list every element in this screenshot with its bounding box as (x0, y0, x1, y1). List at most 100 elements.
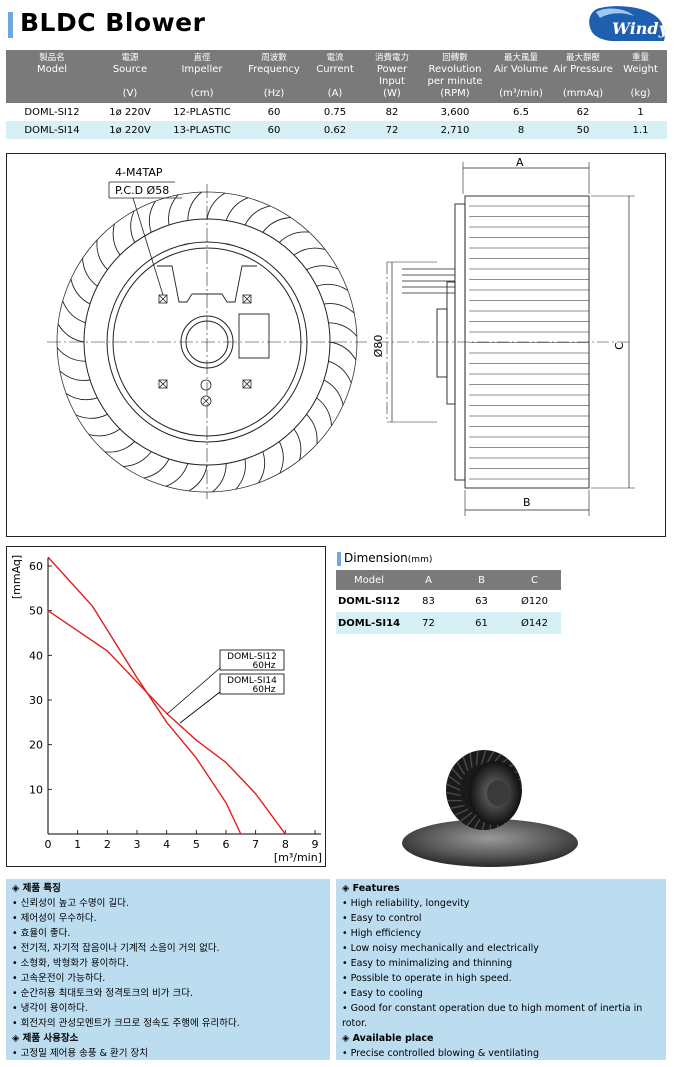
spec-col-en: Air Pressure (553, 64, 613, 75)
spec-col-ko: 最大靜壓 (565, 53, 600, 63)
impeller-blade (75, 413, 108, 419)
spec-cell: 62 (552, 103, 614, 121)
spec-col-unit: (kg) (630, 88, 651, 99)
impeller-blade (104, 441, 136, 453)
feature-item: • 전기적, 자기적 잡음이나 기계적 소음이 거의 없다. (12, 943, 220, 954)
y-tick-label: 20 (29, 739, 43, 752)
feature-item: • 제어성이 우수하다. (12, 913, 97, 924)
feature-item: • 고속운전이 가능하다. (12, 973, 106, 984)
spec-col-unit: (m³/min) (499, 88, 543, 99)
technical-drawing: 4-M4TAP P.C.D Ø58 (6, 153, 666, 537)
spec-cell: 8 (490, 121, 552, 139)
feature-item: • Low noisy mechanically and electricall… (342, 943, 539, 954)
y-tick-label: 40 (29, 649, 43, 662)
impeller-blade (306, 413, 318, 445)
series-line-1 (47, 556, 242, 835)
annotation-line1: DOML-SI12 (227, 652, 277, 662)
spec-cell: DOML-SI12 (6, 103, 98, 121)
feature-item: • Precise controlled blowing & ventilati… (342, 1048, 539, 1059)
place-ko-head: ◈ 제품 사용장소 (12, 1033, 79, 1044)
x-axis-label: [m³/min] (274, 851, 322, 864)
dimension-title-text: Dimension (344, 551, 408, 565)
spec-cell: 6.5 (490, 103, 552, 121)
spec-col-en: Model (36, 64, 68, 75)
feature-item: • 회전자의 관성모멘트가 크므로 정속도 주행에 유리하다. (12, 1018, 240, 1029)
blower-blade (456, 761, 466, 776)
spec-col-en: Revolution per minute (427, 64, 483, 87)
spec-col-unit: (A) (327, 88, 343, 99)
feature-item: • 소형화, 박형화가 용이하다. (12, 958, 129, 969)
blower-blade (451, 768, 463, 780)
impeller-blade (188, 464, 208, 492)
blower-blade (469, 752, 473, 768)
impeller-blade (323, 379, 344, 406)
impeller-blade (130, 210, 136, 243)
feature-item: • Easy to minimalizing and thinning (342, 958, 513, 969)
blower-product-image (402, 749, 578, 867)
impeller-blade (59, 370, 91, 381)
impeller-blade (82, 258, 98, 287)
windy-logo (589, 6, 665, 42)
annotation-box (219, 649, 285, 671)
impeller-blade (62, 300, 86, 324)
impeller-blade (88, 428, 121, 437)
impeller-blade (123, 451, 152, 467)
impeller-blade (143, 458, 170, 479)
impeller-blade (187, 191, 202, 221)
spec-col-unit: (Hz) (263, 88, 285, 99)
page-title: BLDC Blower (20, 8, 206, 37)
dimension-cell: 83 (402, 590, 455, 612)
front-view (47, 181, 367, 499)
spec-cell: DOML-SI14 (6, 121, 98, 139)
feature-item: • Possible to operate in high speed. (342, 973, 512, 984)
feature-item: • Good for constant operation due to hig… (342, 1003, 643, 1029)
spec-cell: 1.1 (614, 121, 667, 139)
spec-cell: 82 (364, 103, 420, 121)
spec-col-en: Current (316, 64, 354, 75)
impeller-blade (212, 463, 227, 493)
feature-item: • High efficiency (342, 928, 422, 939)
dimension-col-header: C (508, 570, 561, 590)
x-tick-label: 8 (282, 838, 289, 851)
impeller-blade (225, 197, 249, 221)
spec-cell: 0.75 (306, 103, 364, 121)
x-tick-label: 7 (252, 838, 259, 851)
impeller-blade (57, 323, 85, 343)
dimension-unit: (mm) (407, 555, 433, 565)
spec-col-unit: (mmAq) (562, 88, 604, 99)
spec-col-en: Frequency (248, 64, 300, 75)
dimension-cell: DOML-SI14 (336, 612, 402, 634)
blower-blade (446, 783, 461, 791)
spec-cell: 13-PLASTIC (162, 121, 242, 139)
side-view (377, 162, 635, 516)
pcd-label: P.C.D Ø58 (115, 184, 169, 197)
spec-col-ko: 最大風量 (503, 53, 538, 63)
impeller-blade (293, 428, 302, 461)
impeller-blade (206, 192, 226, 220)
blower-blade (485, 750, 495, 765)
impeller-blade (329, 341, 357, 361)
impeller-blade (244, 205, 271, 226)
y-tick-label: 30 (29, 694, 43, 707)
blower-blade (475, 750, 479, 766)
impeller-blade (328, 322, 358, 337)
impeller-blade (258, 451, 266, 484)
spec-cell: 0.62 (306, 121, 364, 139)
annotation-line2: 60Hz (253, 685, 276, 695)
spec-cell: 1 (614, 103, 667, 121)
dimension-col-header: Model (336, 570, 402, 590)
blower-blade (450, 804, 465, 810)
